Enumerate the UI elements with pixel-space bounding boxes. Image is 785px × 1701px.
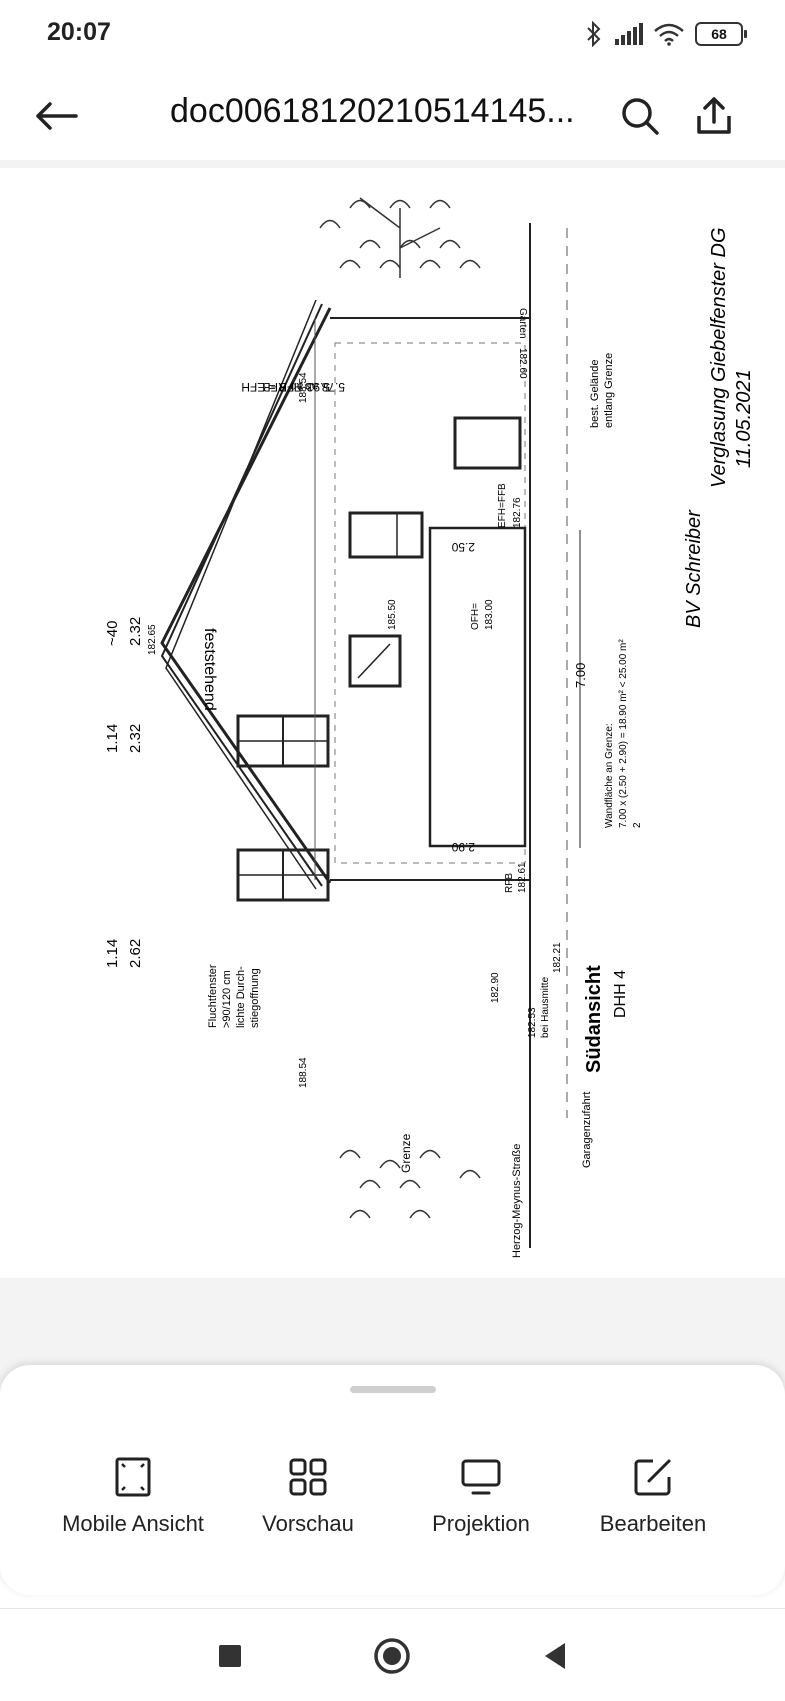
label-hausmitte: bei Hausmitte bbox=[540, 976, 551, 1038]
height-2: 188.54 bbox=[298, 1057, 309, 1088]
dim-top-4: 2.62 bbox=[127, 939, 144, 968]
wall-area-3: 2 bbox=[632, 822, 643, 828]
label-fluchtfenster-2: >90/120 cm bbox=[221, 970, 233, 1028]
height-6: 182.76 bbox=[512, 497, 523, 528]
height-1: 188.54 bbox=[298, 372, 309, 403]
roof-outline bbox=[160, 307, 332, 884]
mobile-view-label: Mobile Ansicht bbox=[62, 1511, 204, 1536]
dim-top-3: 1.14 bbox=[104, 939, 121, 968]
height-9: 182.90 bbox=[490, 972, 501, 1003]
projection-button[interactable]: Projektion bbox=[386, 1455, 576, 1555]
height-5: 183.00 bbox=[484, 599, 495, 630]
label-fluchtfenster: Fluchtfenster bbox=[207, 964, 219, 1028]
window-3 bbox=[348, 511, 424, 559]
height-11: 182.60 bbox=[517, 348, 528, 379]
back-nav-button[interactable] bbox=[530, 1631, 580, 1681]
dim-top-5: ~40 bbox=[104, 621, 121, 646]
height-10: 182.53 bbox=[527, 1007, 538, 1038]
label-efh: EFH=FFB bbox=[497, 483, 508, 528]
bottom-action-sheet: Mobile Ansicht Vorschau Projektion Bearb… bbox=[0, 1365, 785, 1595]
height-8: 182.21 bbox=[552, 942, 563, 973]
height-4: 185.50 bbox=[387, 599, 398, 630]
drawing-title: Südansicht bbox=[583, 965, 605, 1073]
window-fixed-1 bbox=[236, 714, 330, 768]
window-escape bbox=[348, 634, 402, 688]
dim-wall-3: 2.50 bbox=[451, 540, 475, 554]
roof-inner-2 bbox=[165, 299, 317, 890]
label-fluchtfenster-4: stiegoffnung bbox=[249, 968, 261, 1028]
battery-indicator: 68 bbox=[695, 22, 747, 46]
home-button[interactable] bbox=[367, 1631, 417, 1681]
signal-icon bbox=[615, 23, 643, 45]
top-app-bar: doc00618120210514145... bbox=[0, 70, 785, 160]
drawing-subtitle: DHH 4 bbox=[612, 970, 629, 1018]
label-gelaende-2: entlang Grenze bbox=[603, 353, 615, 428]
circle-icon bbox=[374, 1638, 410, 1674]
mobile-view-icon bbox=[115, 1457, 151, 1497]
window-fixed-2 bbox=[236, 848, 330, 902]
share-button[interactable] bbox=[686, 88, 742, 144]
window-4 bbox=[453, 416, 522, 470]
wall-area-2: 7.00 x (2.50 + 2.90) = 18.90 m² < 25.00 … bbox=[618, 639, 629, 828]
label-garage: Garagenzufahrt bbox=[581, 1092, 593, 1168]
status-icons: 68 bbox=[585, 16, 747, 52]
bluetooth-icon bbox=[587, 21, 601, 47]
handwritten-2: Verglasung Giebelfenster DG bbox=[708, 227, 730, 488]
document-title: doc00618120210514145... bbox=[170, 92, 575, 130]
recents-button[interactable] bbox=[205, 1631, 255, 1681]
sheet-handle[interactable] bbox=[350, 1386, 436, 1393]
label-gelaende-1: best. Gelände bbox=[589, 360, 601, 429]
dim-top-6: 2.32 bbox=[127, 617, 144, 646]
wall-area-1: Wandfläche an Grenze: bbox=[604, 723, 615, 828]
edit-icon bbox=[634, 1459, 671, 1496]
monitor-icon bbox=[461, 1459, 501, 1495]
dim-top-2: 2.32 bbox=[127, 724, 144, 753]
dim-side-1: 5.78 ab FFB = EFH bbox=[241, 380, 345, 394]
search-button[interactable] bbox=[612, 88, 668, 144]
grid-preview-icon bbox=[289, 1458, 327, 1496]
handwritten-3: 11.05.2021 bbox=[733, 369, 755, 468]
back-button[interactable] bbox=[28, 88, 84, 144]
search-icon bbox=[622, 98, 659, 135]
system-navigation-bar bbox=[0, 1608, 785, 1701]
share-icon bbox=[697, 97, 731, 134]
tree-right bbox=[339, 1149, 481, 1219]
label-street: Herzog-Meynus-Straße bbox=[511, 1144, 523, 1258]
dim-top-1: 1.14 bbox=[104, 724, 121, 753]
label-ofh: OFH= bbox=[470, 603, 481, 630]
label-feststehend: feststehend bbox=[201, 628, 218, 711]
tree-left bbox=[319, 197, 481, 278]
preview-label: Vorschau bbox=[262, 1511, 354, 1536]
architectural-drawing: feststehend Südansicht DHH 4 Fluchtfenst… bbox=[104, 197, 755, 1258]
dim-wall-1: 2.90 bbox=[451, 840, 475, 854]
label-grenze: Grenze bbox=[399, 1133, 413, 1173]
preview-button[interactable]: Vorschau bbox=[213, 1455, 403, 1555]
status-bar: 20:07 68 bbox=[0, 0, 785, 70]
battery-level: 68 bbox=[711, 26, 727, 42]
border-wall bbox=[428, 526, 527, 848]
status-time: 20:07 bbox=[47, 18, 111, 46]
arrow-left-icon bbox=[36, 102, 78, 130]
label-rfb: RFB bbox=[504, 873, 515, 893]
mobile-view-button[interactable]: Mobile Ansicht bbox=[38, 1455, 228, 1555]
height-7: 182.61 bbox=[517, 862, 528, 893]
dim-wall-2: 7.00 bbox=[573, 663, 588, 688]
handwritten-1: BV Schreiber bbox=[683, 509, 705, 628]
wifi-icon bbox=[654, 23, 684, 46]
roof-inner bbox=[160, 303, 323, 887]
edit-label: Bearbeiten bbox=[599, 1511, 707, 1536]
height-3: 182.65 bbox=[147, 624, 158, 655]
edit-button[interactable]: Bearbeiten bbox=[558, 1455, 748, 1555]
projection-label: Projektion bbox=[432, 1511, 530, 1536]
label-garten: Garten bbox=[517, 308, 528, 339]
document-page[interactable]: feststehend Südansicht DHH 4 Fluchtfenst… bbox=[0, 168, 785, 1278]
square-icon bbox=[219, 1645, 241, 1667]
triangle-back-icon bbox=[545, 1643, 565, 1669]
dim-side-2: 5.93 ab RFB bbox=[263, 380, 330, 394]
label-fluchtfenster-3: lichte Durch- bbox=[235, 966, 247, 1028]
